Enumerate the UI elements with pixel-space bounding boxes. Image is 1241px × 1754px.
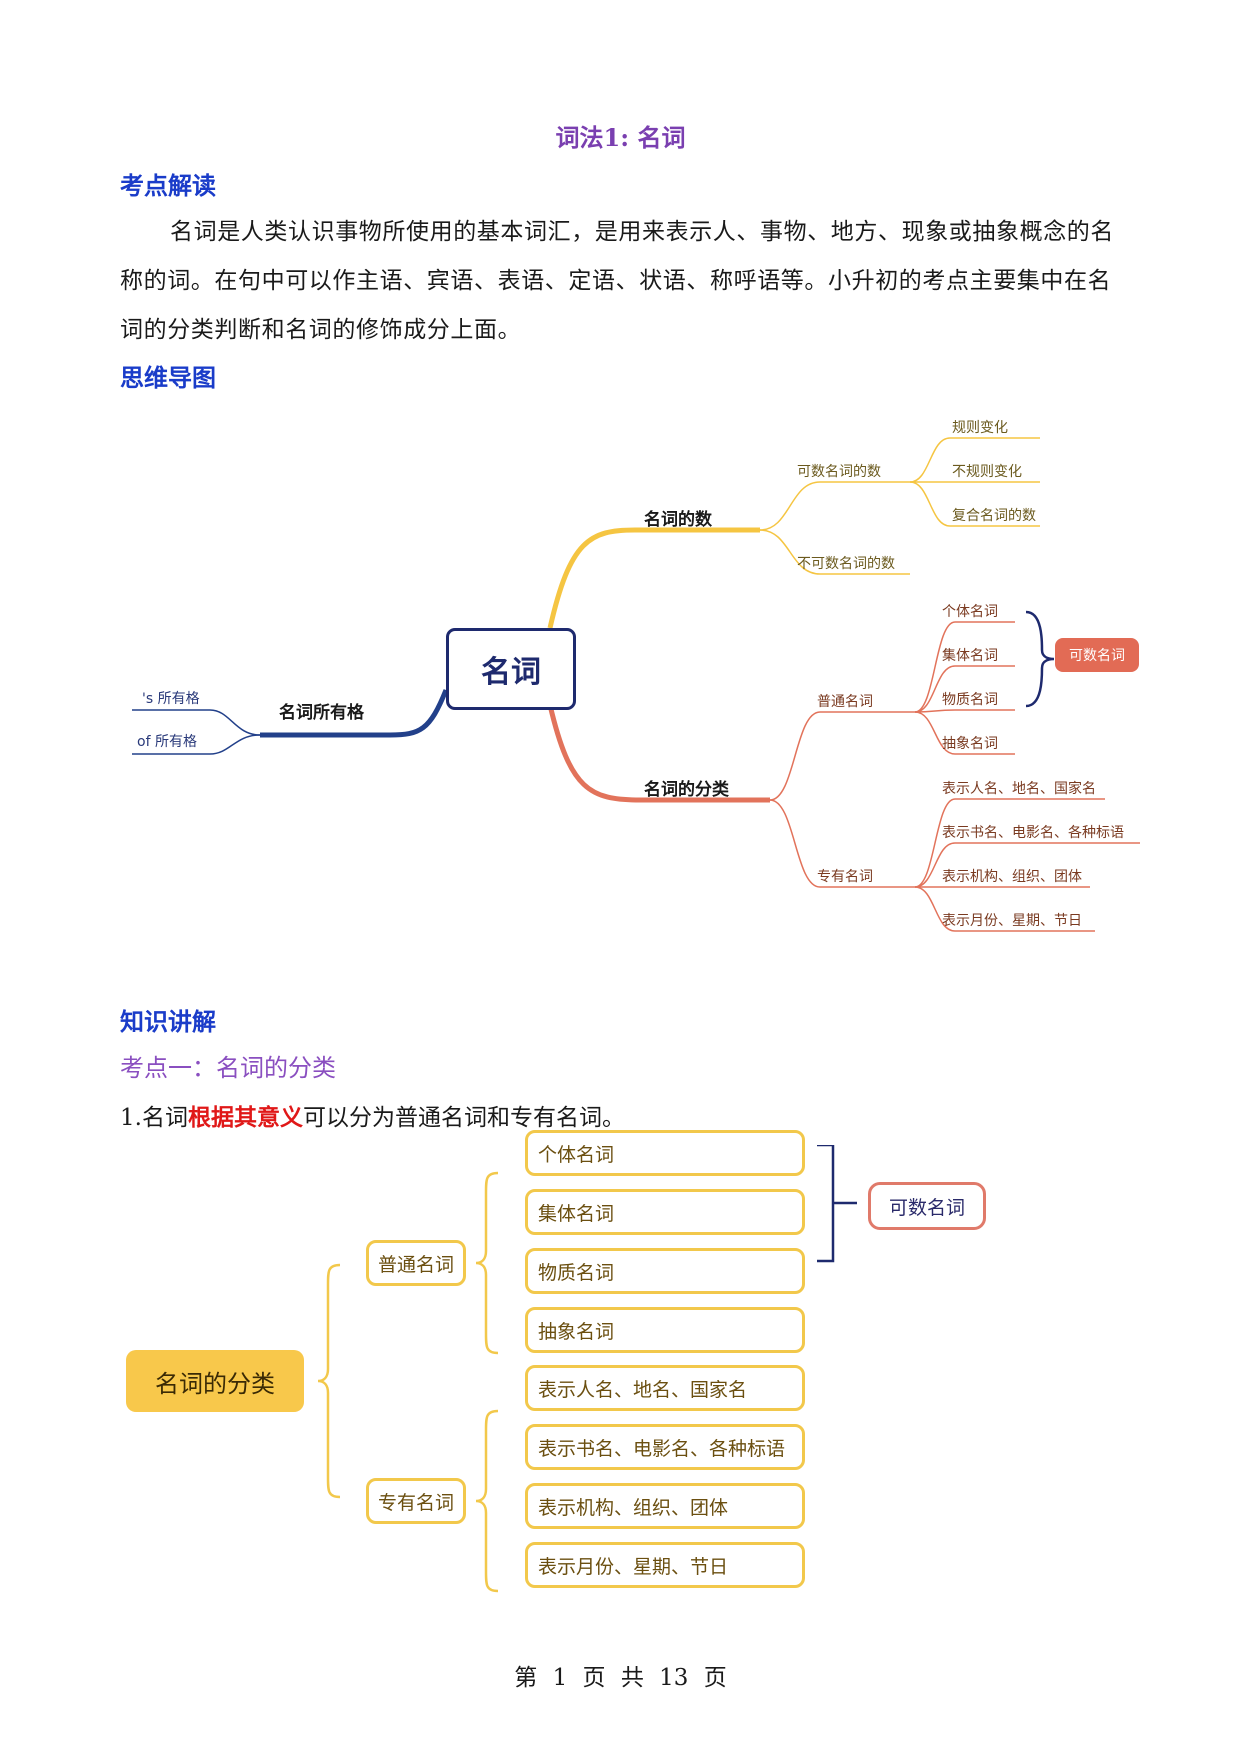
mm-regular-change: 规则变化 [952,420,1008,436]
mm-proper-item-1: 表示人名、地名、国家名 [942,781,1096,797]
class-proper-item-4: 表示月份、星期、节日 [525,1542,805,1588]
class-countable-badge: 可数名词 [868,1182,986,1230]
mm-possessive-of: of 所有格 [137,734,197,750]
point-one-heading: 考点一：名词的分类 [120,1054,336,1082]
mm-proper-item-3: 表示机构、组织、团体 [942,869,1082,885]
mm-uncountable-number: 不可数名词的数 [797,556,895,572]
section-heading-knowledge: 知识讲解 [120,1007,216,1036]
mm-number-branch: 名词的数 [644,510,712,530]
class-proper-item-2: 表示书名、电影名、各种标语 [525,1424,805,1470]
class-collective-noun: 集体名词 [525,1189,805,1235]
class-abstract-noun: 抽象名词 [525,1307,805,1353]
line1-suffix: 可以分为普通名词和专有名词。 [302,1105,625,1131]
classification-root: 名词的分类 [126,1350,304,1412]
line1-prefix: 1.名词 [120,1105,188,1131]
classification-connectors [317,1145,857,1593]
mm-irregular-change: 不规则变化 [952,464,1022,480]
mm-material-noun: 物质名词 [942,692,998,708]
mm-abstract-noun: 抽象名词 [942,736,998,752]
mm-collective-noun: 集体名词 [942,648,998,664]
line1-highlight: 根据其意义 [187,1104,303,1131]
class-common-noun: 普通名词 [366,1240,466,1286]
mm-proper-item-2: 表示书名、电影名、各种标语 [942,825,1124,841]
section-heading-mindmap: 思维导图 [120,363,216,392]
mm-countable-badge: 可数名词 [1055,638,1139,672]
class-individual-noun: 个体名词 [525,1130,805,1176]
mind-map: 名词 名词的数 可数名词的数 不可数名词的数 规则变化 不规则变化 复合名词的数… [120,400,1160,970]
intro-paragraph: 名词是人类认识事物所使用的基本词汇，是用来表示人、事物、地方、现象或抽象概念的名… [120,219,1114,343]
mm-proper-noun: 专有名词 [817,869,873,885]
point-one-line: 1.名词根据其意义可以分为普通名词和专有名词。 [120,1098,625,1132]
mm-proper-item-4: 表示月份、星期、节日 [942,913,1082,929]
mind-map-connectors [132,437,1140,932]
class-proper-item-3: 表示机构、组织、团体 [525,1483,805,1529]
document-title: 词法1: 名词 [555,123,686,152]
mm-possessive-s: 's 所有格 [142,691,200,707]
classification-diagram: 名词的分类 普通名词 专有名词 个体名词 集体名词 物质名词 抽象名词 表示人名… [120,1130,1020,1625]
mind-map-center: 名词 [446,628,576,710]
mm-individual-noun: 个体名词 [942,604,998,620]
section-heading-reading: 考点解读 [120,171,216,200]
mm-countable-number: 可数名词的数 [797,464,881,480]
class-proper-item-1: 表示人名、地名、国家名 [525,1365,805,1411]
mm-compound-number: 复合名词的数 [952,508,1036,524]
class-material-noun: 物质名词 [525,1248,805,1294]
mm-possessive-branch: 名词所有格 [279,703,364,723]
class-proper-noun: 专有名词 [366,1478,466,1524]
page-footer: 第 1 页 共 13 页 [514,1665,727,1691]
mm-class-branch: 名词的分类 [644,780,729,800]
mm-common-noun: 普通名词 [817,694,873,710]
